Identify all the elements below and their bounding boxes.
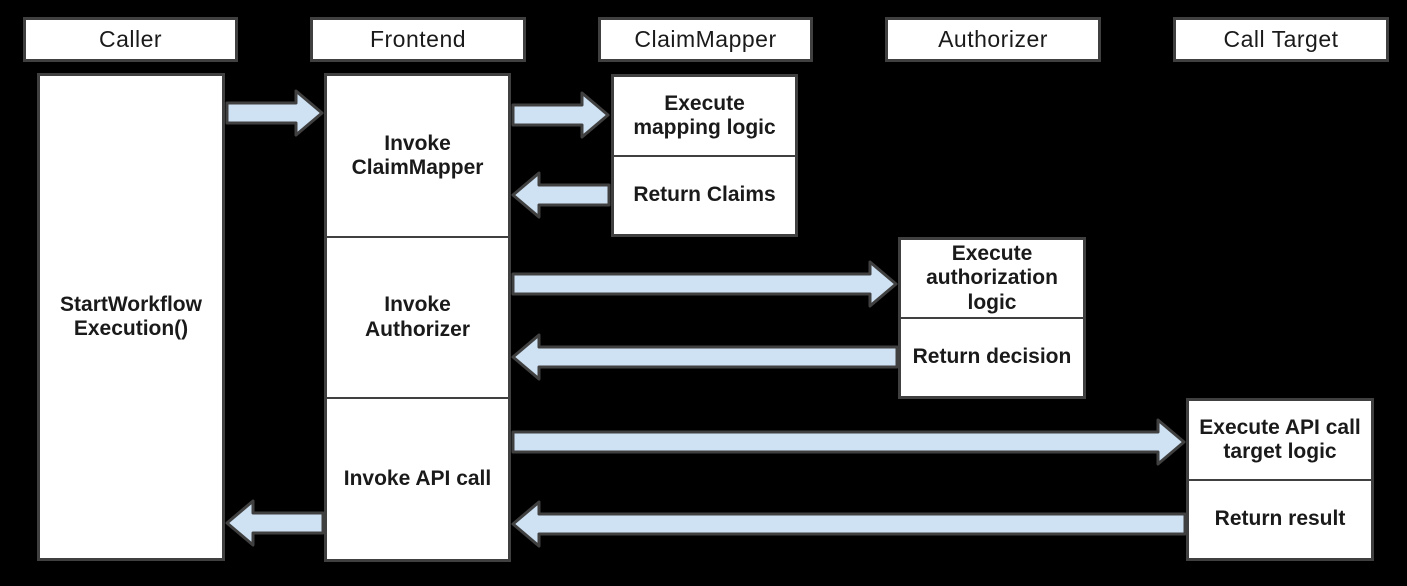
step-invoke-api-call: Invoke API call <box>327 397 508 559</box>
step-execute-authorization-logic: Execute authorization logic <box>926 242 1058 314</box>
step-execute-api-call-target-logic: Execute API call target logic <box>1199 415 1361 463</box>
lifeline-label-authorizer: Authorizer <box>938 26 1048 52</box>
lifeline-header-authorizer: Authorizer <box>885 17 1101 62</box>
lifeline-label-call-target: Call Target <box>1223 26 1339 52</box>
message-arrow-call-target-to-frontend <box>511 500 1187 548</box>
step-return-claims: Return Claims <box>614 154 795 235</box>
step-execute-mapping-logic: Execute mapping logic <box>633 91 776 139</box>
lifeline-header-call-target: Call Target <box>1173 17 1389 62</box>
step-invoke-authorizer: Invoke Authorizer <box>327 235 508 398</box>
message-arrow-frontend-to-call-target <box>511 418 1186 466</box>
activation-caller: StartWorkflow Execution() <box>37 73 225 561</box>
step-start-workflow-execution: StartWorkflow Execution() <box>60 292 202 340</box>
message-arrow-frontend-to-claimmapper <box>511 91 610 139</box>
lifeline-header-claimmapper: ClaimMapper <box>598 17 813 62</box>
message-arrow-claimmapper-to-frontend <box>511 171 611 219</box>
lifeline-header-frontend: Frontend <box>310 17 526 62</box>
message-arrow-caller-to-frontend <box>225 89 324 137</box>
step-return-result: Return result <box>1189 478 1371 559</box>
step-invoke-claimmapper: Invoke ClaimMapper <box>351 131 484 179</box>
lifeline-header-caller: Caller <box>23 17 238 62</box>
lifeline-label-frontend: Frontend <box>369 26 467 52</box>
message-arrow-frontend-to-authorizer <box>511 260 898 308</box>
step-return-decision: Return decision <box>901 317 1083 396</box>
lifeline-label-caller: Caller <box>98 26 163 52</box>
activation-claimmapper: Execute mapping logic Return Claims <box>611 74 798 237</box>
message-arrow-frontend-to-caller <box>225 499 325 547</box>
activation-authorizer: Execute authorization logic Return decis… <box>898 237 1086 399</box>
message-arrow-authorizer-to-frontend <box>511 333 899 381</box>
lifeline-label-claimmapper: ClaimMapper <box>634 26 777 52</box>
activation-frontend: Invoke ClaimMapper Invoke Authorizer Inv… <box>324 73 511 562</box>
activation-call-target: Execute API call target logic Return res… <box>1186 398 1374 561</box>
